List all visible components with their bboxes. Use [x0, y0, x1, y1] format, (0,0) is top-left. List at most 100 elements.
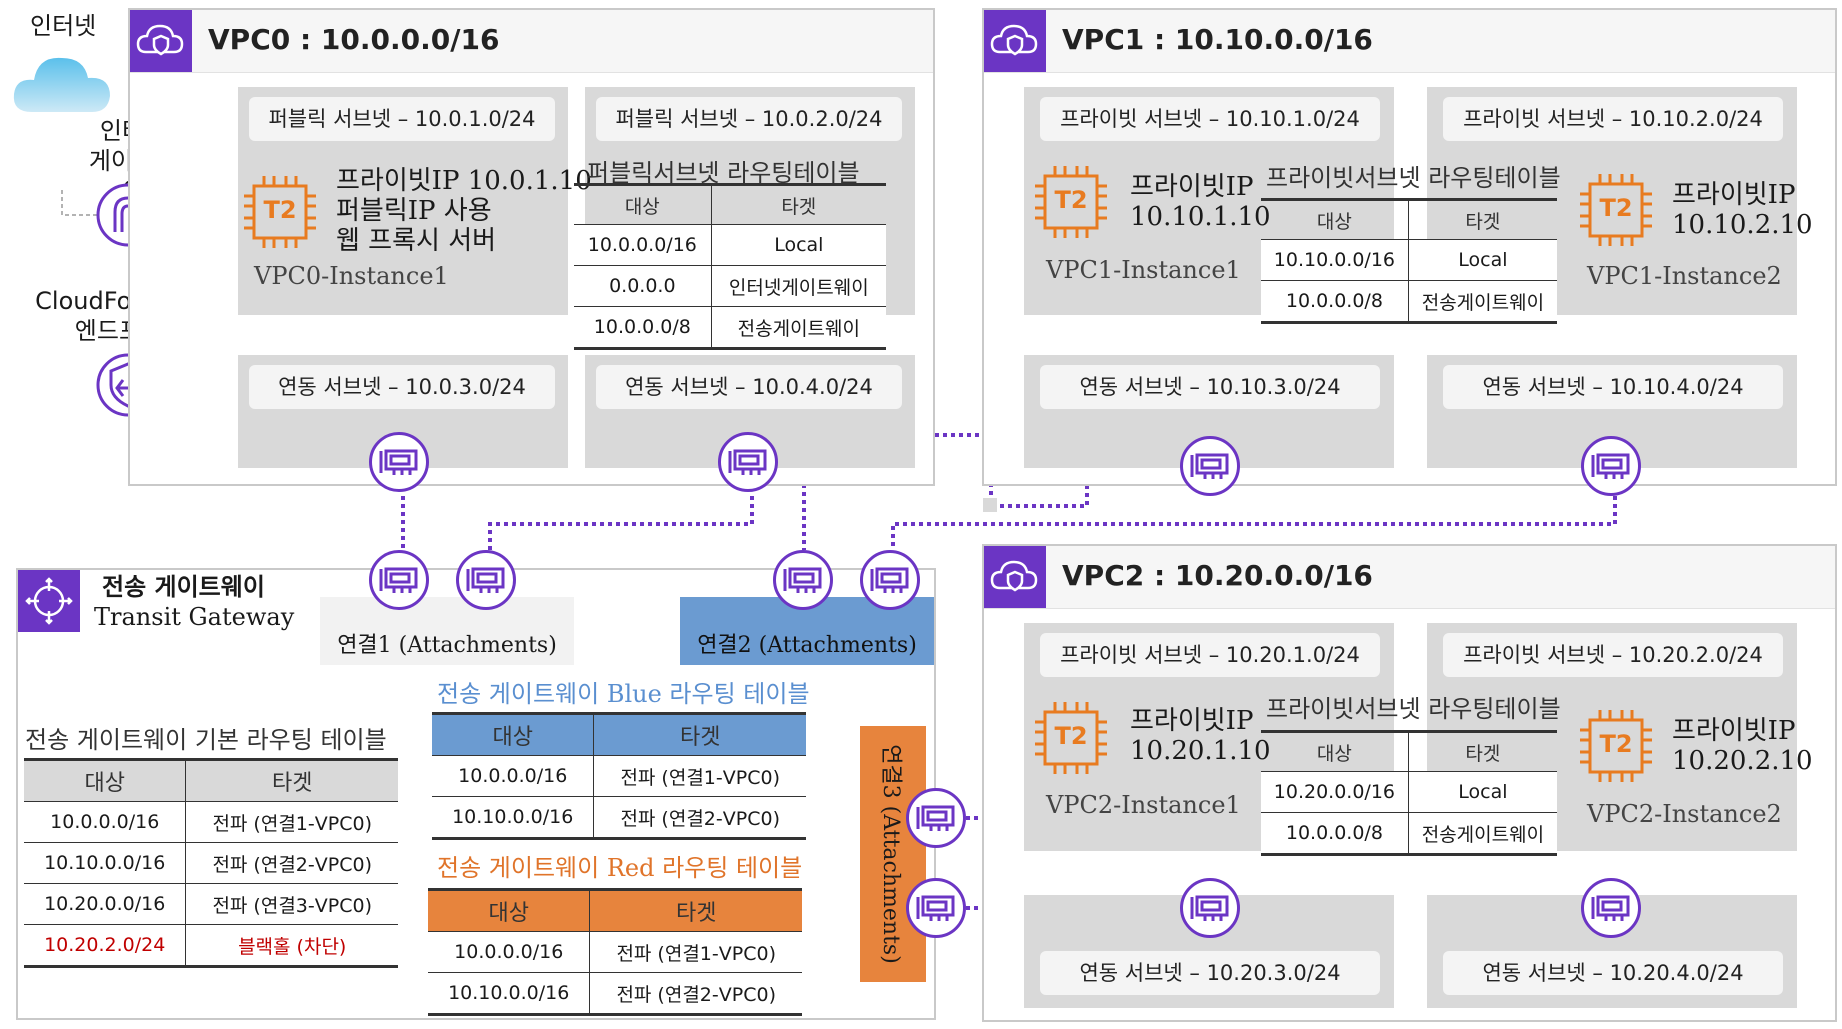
vpc2-instance1-ip: 10.20.1.10 — [1130, 736, 1271, 766]
vpc1-instance2-name: VPC1-Instance2 — [1587, 262, 1782, 290]
table-cell: 전파 (연결2-VPC0) — [185, 842, 398, 884]
vpc2-header — [984, 546, 1835, 609]
tgw-eni-icon[interactable] — [860, 550, 920, 610]
vpc-cloud-icon — [130, 10, 192, 72]
vpc2-instance1-details: 프라이빗IP 10.20.1.10 — [1130, 706, 1271, 766]
ec2-chip-label: T2 — [1599, 194, 1633, 222]
table-cell: 10.20.2.0/24 — [24, 924, 186, 968]
table-cell: 10.0.0.0/16 — [24, 801, 186, 843]
vpc2-instance2-ip-label: 프라이빗IP — [1672, 716, 1796, 746]
transit-gateway-icon[interactable] — [18, 570, 80, 632]
eni-icon[interactable] — [718, 432, 778, 492]
table-cell: 10.0.0.0/16 — [428, 931, 590, 973]
ec2-instance-icon[interactable]: T2 — [1031, 162, 1111, 242]
vpc2-subnet1-label: 프라이빗 서브넷 – 10.20.1.0/24 — [1040, 633, 1380, 677]
vpc0-subnet3-label: 연동 서브넷 – 10.0.3.0/24 — [249, 365, 555, 409]
tgw-eni-icon[interactable] — [906, 788, 966, 848]
eni-icon[interactable] — [1581, 878, 1641, 938]
vpc0-subnet4-label: 연동 서브넷 – 10.0.4.0/24 — [596, 365, 902, 409]
vpc1-subnet1-label: 프라이빗 서브넷 – 10.10.1.0/24 — [1040, 97, 1380, 141]
vpc2-route-table-title: 프라이빗서브넷 라우팅테이블 — [1266, 695, 1561, 723]
vpc0-title: VPC0 : 10.0.0.0/16 — [208, 23, 500, 56]
table-header: 타겟 — [1407, 730, 1557, 772]
vpc0-instance-role: 웹 프록시 서버 — [336, 226, 497, 256]
table-header: 대상 — [428, 888, 590, 932]
table-cell: 전송게이트웨이 — [1407, 280, 1557, 324]
table-cell: 10.0.0.0/16 — [432, 755, 594, 797]
vpc1-instance1-name: VPC1-Instance1 — [1046, 256, 1241, 284]
table-cell: 블랙홀 (차단) — [185, 924, 398, 968]
table-cell: 전송게이트웨이 — [1407, 812, 1557, 856]
eni-icon[interactable] — [1581, 436, 1641, 496]
table-cell: 10.0.0.0/8 — [1261, 812, 1409, 856]
ec2-instance-icon[interactable]: T2 — [1031, 698, 1111, 778]
attachment1-label: 연결1 (Attachments) — [337, 633, 557, 658]
tgw-red-table-title: 전송 게이트웨이 Red 라우팅 테이블 — [437, 854, 803, 882]
ec2-chip-label: T2 — [263, 196, 297, 224]
vpc1-instance2-ip-label: 프라이빗IP — [1672, 180, 1796, 210]
vpc-cloud-icon — [984, 546, 1046, 608]
vpc1-instance1-details: 프라이빗IP 10.10.1.10 — [1130, 172, 1271, 232]
table-header: 대상 — [432, 712, 594, 756]
internet-label: 인터넷 — [30, 12, 97, 40]
ec2-instance-icon[interactable]: T2 — [1576, 706, 1656, 786]
tgw-title: 전송 게이트웨이 Transit Gateway — [94, 572, 294, 632]
vpc2-subnet3-label: 연동 서브넷 – 10.20.3.0/24 — [1040, 951, 1380, 995]
eni-icon[interactable] — [369, 432, 429, 492]
tgw-eni-icon[interactable] — [456, 550, 516, 610]
table-cell: 전송게이트웨이 — [710, 306, 886, 350]
table-cell: 10.10.0.0/16 — [432, 796, 594, 840]
table-cell: 전파 (연결1-VPC0) — [593, 755, 806, 797]
ec2-instance-icon[interactable]: T2 — [240, 172, 320, 252]
table-header: 대상 — [1261, 198, 1409, 240]
attachment1-box[interactable]: 연결1 (Attachments) — [320, 597, 574, 665]
internet-cloud-icon — [12, 42, 112, 117]
vpc2-instance1-ip-label: 프라이빗IP — [1130, 706, 1254, 736]
table-header: 대상 — [1261, 730, 1409, 772]
vpc0-subnet2-label: 퍼블릭 서브넷 – 10.0.2.0/24 — [596, 97, 902, 141]
vpc0-subnet1-label: 퍼블릭 서브넷 – 10.0.1.0/24 — [249, 97, 555, 141]
table-cell: Local — [1407, 771, 1557, 813]
vpc1-instance1-ip-label: 프라이빗IP — [1130, 172, 1254, 202]
attachment3-box[interactable]: 연결3 (Attachments) — [860, 726, 926, 982]
ec2-instance-icon[interactable]: T2 — [1576, 170, 1656, 250]
vpc0-instance-private-ip: 프라이빗IP 10.0.1.10 — [336, 166, 592, 196]
vpc2-subnet2-label: 프라이빗 서브넷 – 10.20.2.0/24 — [1443, 633, 1783, 677]
ec2-chip-label: T2 — [1054, 722, 1088, 750]
table-cell: 10.10.0.0/16 — [24, 842, 186, 884]
table-cell: 전파 (연결1-VPC0) — [589, 931, 802, 973]
eni-icon[interactable] — [1180, 878, 1240, 938]
table-header: 타겟 — [589, 888, 802, 932]
tgw-title-en: Transit Gateway — [94, 603, 295, 631]
tgw-eni-icon[interactable] — [773, 550, 833, 610]
vpc0-instance-name: VPC0-Instance1 — [254, 262, 449, 290]
table-cell: 전파 (연결2-VPC0) — [589, 972, 802, 1016]
vpc1-subnet2-label: 프라이빗 서브넷 – 10.10.2.0/24 — [1443, 97, 1783, 141]
vpc0-header — [130, 10, 933, 73]
table-cell: Local — [1407, 239, 1557, 281]
eni-icon[interactable] — [1180, 436, 1240, 496]
tgw-default-table-title: 전송 게이트웨이 기본 라우팅 테이블 — [25, 726, 387, 754]
tgw-eni-icon[interactable] — [906, 878, 966, 938]
vpc1-instance1-ip: 10.10.1.10 — [1130, 202, 1271, 232]
tgw-eni-icon[interactable] — [369, 550, 429, 610]
table-cell: 전파 (연결3-VPC0) — [185, 883, 398, 925]
